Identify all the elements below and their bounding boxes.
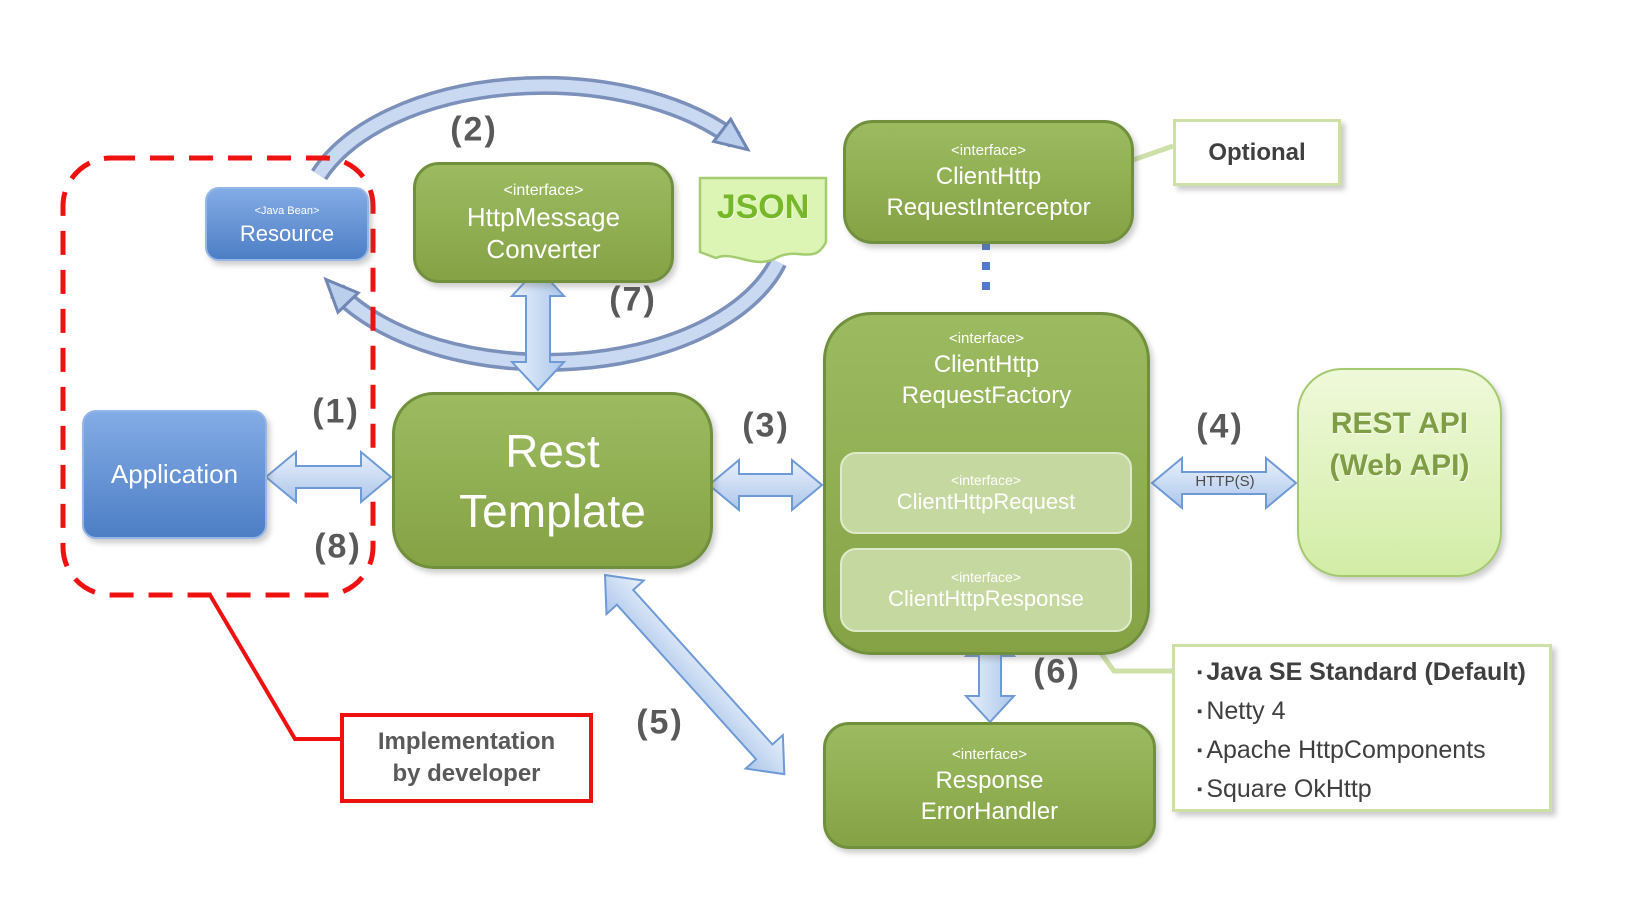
factory-options-box: ▪Java SE Standard (Default) ▪Netty 4 ▪Ap…	[1172, 644, 1552, 812]
application-box: Application	[82, 410, 267, 539]
factory-name-line1: ClientHttp	[933, 351, 1040, 378]
arrow-2-7-converter-resttemplate	[509, 266, 567, 392]
bullet-icon: ▪	[1197, 781, 1203, 798]
rest-api-line2: (Web API)	[1329, 449, 1470, 482]
rest-api-line1: REST API	[1330, 407, 1469, 440]
factory-option-item: ▪Square OkHttp	[1197, 775, 1372, 803]
client-http-request-box: <interface> ClientHttpRequest	[840, 452, 1132, 534]
converter-name-line1: HttpMessage	[466, 201, 621, 232]
arrow-4-factory-restapi	[1150, 455, 1298, 511]
step-8-label: (8)	[314, 527, 362, 566]
resource-stereotype: <Java Bean>	[254, 205, 320, 217]
implementation-by-developer-box: Implementation by developer	[340, 713, 593, 803]
interceptor-stereotype: <interface>	[950, 142, 1027, 159]
bullet-icon: ▪	[1197, 703, 1203, 720]
json-document-label: JSON	[716, 188, 810, 226]
bullet-icon: ▪	[1197, 664, 1203, 681]
step-3-label: (3)	[742, 406, 790, 445]
step-7-label: (7)	[609, 280, 657, 319]
rest-template-line2: Template	[459, 484, 646, 537]
error-handler-name-line1: Response	[935, 766, 1044, 794]
factory-name-line2: RequestFactory	[901, 382, 1072, 409]
interceptor-name-line2: RequestInterceptor	[886, 194, 1091, 221]
request-interceptor-box: <interface> ClientHttp RequestIntercepto…	[843, 120, 1134, 244]
error-handler-stereotype: <interface>	[951, 745, 1028, 763]
factory-option-item: ▪Netty 4	[1197, 697, 1286, 725]
bullet-icon: ▪	[1197, 742, 1203, 759]
converter-stereotype: <interface>	[503, 181, 584, 199]
rest-template-line1: Rest	[505, 424, 600, 477]
serialize-arc-top	[311, 75, 751, 181]
step-6-label: (6)	[1033, 652, 1081, 691]
factory-stereotype: <interface>	[948, 330, 1025, 347]
http-protocol-label: HTTP(S)	[1195, 473, 1255, 490]
interceptor-name-line1: ClientHttp	[935, 163, 1042, 190]
converter-name-line2: Converter	[486, 233, 601, 264]
resource-name: Resource	[239, 221, 335, 246]
factory-option-item: ▪Apache HttpComponents	[1197, 736, 1486, 764]
response-error-handler-box: <interface> Response ErrorHandler	[823, 722, 1156, 849]
rest-api-box: REST API (Web API)	[1297, 368, 1502, 577]
rest-template-box: Rest Template	[392, 392, 713, 569]
arrow-5-resttemplate-errorhandler	[603, 573, 786, 776]
arrow-3-resttemplate-factory	[707, 457, 824, 513]
factory-option-item: ▪Java SE Standard (Default)	[1197, 658, 1526, 686]
step-5-label: (5)	[636, 703, 684, 742]
json-document-shape	[698, 176, 828, 264]
implementation-line2: by developer	[392, 760, 541, 787]
resource-box: <Java Bean> Resource	[205, 187, 369, 261]
http-message-converter-box: <interface> HttpMessage Converter	[413, 162, 674, 283]
client-http-response-name: ClientHttpResponse	[888, 586, 1084, 611]
client-http-response-stereotype: <interface>	[950, 569, 1022, 585]
step-2-label: (2)	[450, 110, 498, 149]
client-http-request-name: ClientHttpRequest	[896, 489, 1076, 514]
deserialize-arc-bottom	[323, 257, 787, 372]
implementation-line1: Implementation	[377, 728, 556, 755]
step-1-label: (1)	[312, 392, 360, 431]
optional-callout-box: Optional	[1173, 119, 1341, 186]
error-handler-name-line2: ErrorHandler	[920, 797, 1059, 825]
developer-scope-callout-line	[208, 593, 340, 741]
step-4-label: (4)	[1196, 407, 1244, 446]
arrow-1-8-application-resttemplate	[264, 449, 393, 505]
optional-label: Optional	[1208, 138, 1306, 166]
client-http-request-stereotype: <interface>	[950, 472, 1022, 488]
application-name: Application	[110, 459, 239, 489]
client-http-response-box: <interface> ClientHttpResponse	[840, 548, 1132, 632]
